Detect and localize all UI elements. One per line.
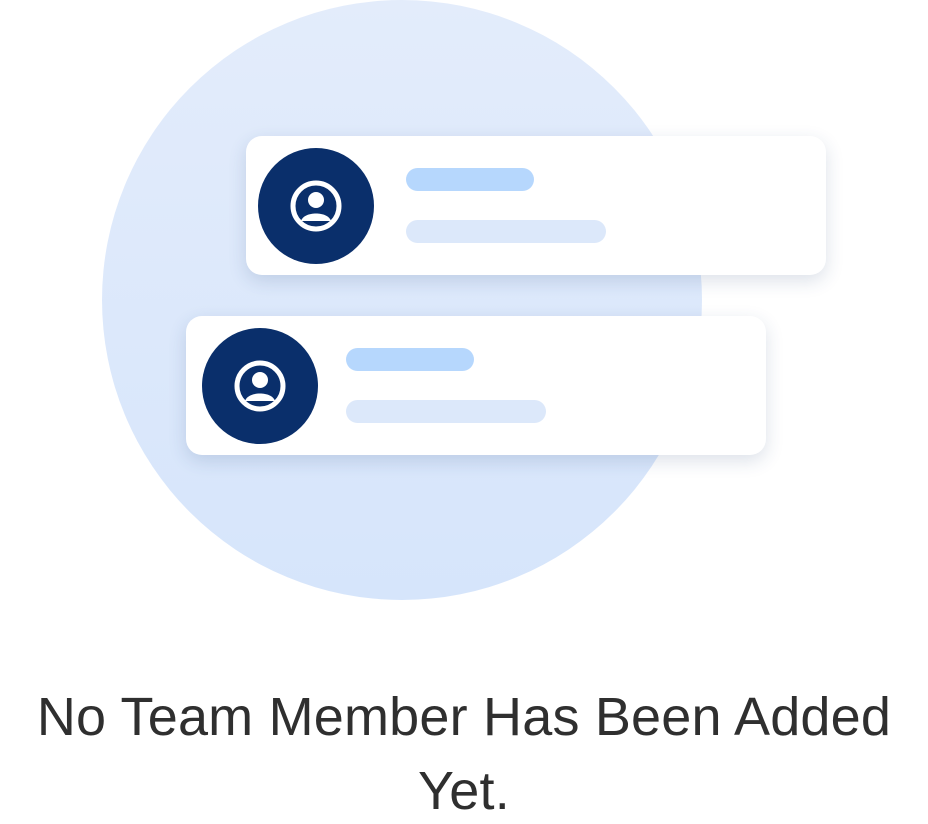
- empty-state-message: No Team Member Has Been Added Yet.: [0, 680, 928, 824]
- user-circle-icon: [258, 148, 374, 264]
- empty-state-illustration: [102, 0, 826, 600]
- placeholder-name-bar: [406, 168, 534, 191]
- empty-state-message-line-2: Yet.: [418, 761, 510, 821]
- background-circle: [102, 0, 702, 600]
- user-circle-icon: [202, 328, 318, 444]
- empty-state-message-line-1: No Team Member Has Been Added: [36, 687, 892, 747]
- placeholder-detail-bar: [346, 400, 546, 423]
- placeholder-member-card: [246, 136, 826, 275]
- placeholder-member-card: [186, 316, 766, 455]
- placeholder-detail-bar: [406, 220, 606, 243]
- placeholder-name-bar: [346, 348, 474, 371]
